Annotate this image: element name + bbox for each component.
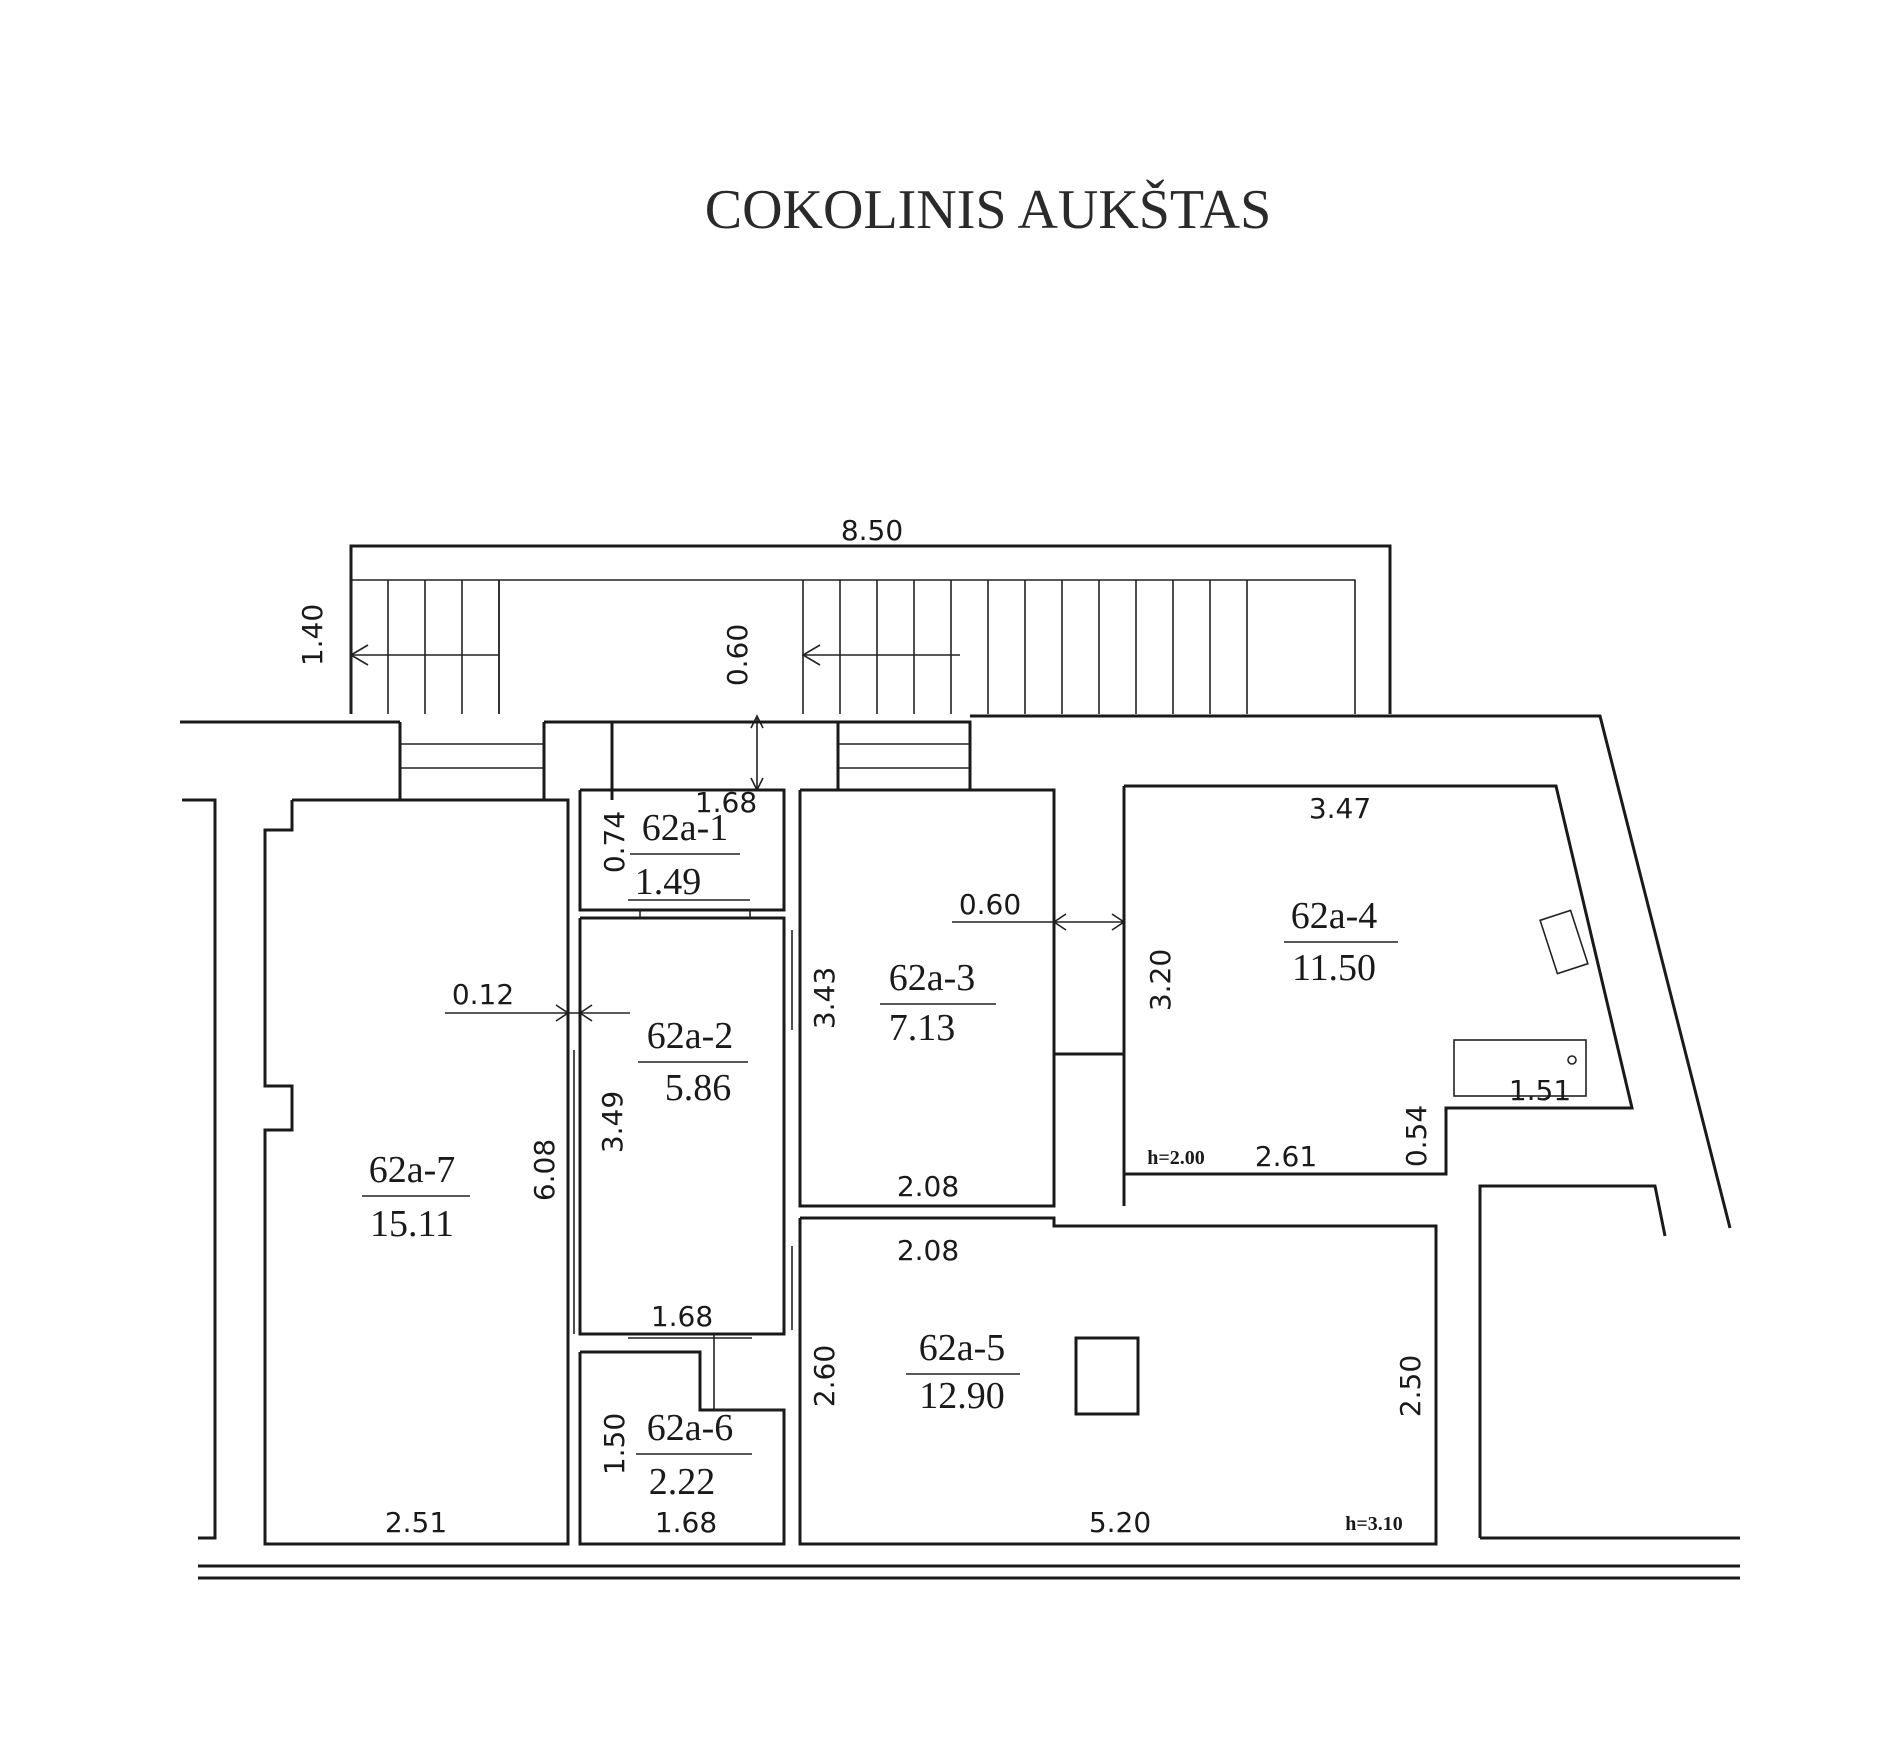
dim-r2-length: 3.49 xyxy=(596,1091,629,1153)
room-62a-7-area: 15.11 xyxy=(370,1203,454,1245)
room-62a-7-id: 62a-7 xyxy=(369,1149,456,1191)
room-62a-4-height: h=2.00 xyxy=(1147,1147,1205,1169)
dim-r1-width: 1.68 xyxy=(695,786,757,819)
dim-r4-niche-width: 1.51 xyxy=(1509,1074,1571,1107)
dim-r6-bottom: 1.68 xyxy=(655,1506,717,1539)
dim-r5-right: 2.50 xyxy=(1394,1355,1427,1417)
dim-r3-bottom: 2.08 xyxy=(897,1170,959,1203)
room-62a-4-area: 11.50 xyxy=(1292,947,1376,989)
room-62a-3-id: 62a-3 xyxy=(889,957,976,999)
dim-stair-step: 0.60 xyxy=(721,624,754,686)
room-62a-7 xyxy=(263,798,570,1546)
dim-r2-bottom: 1.68 xyxy=(651,1300,713,1333)
dim-r7-length: 6.08 xyxy=(528,1139,561,1201)
room-62a-4 xyxy=(1122,784,1634,1176)
dim-r1-depth: 0.74 xyxy=(598,811,631,873)
dim-r5-top: 2.08 xyxy=(897,1234,959,1267)
dim-stair-depth: 1.40 xyxy=(296,604,329,666)
left-stair-flight xyxy=(387,580,500,714)
dim-r7-bottom: 2.51 xyxy=(385,1506,447,1539)
room-62a-2-id: 62a-2 xyxy=(647,1015,734,1057)
dim-r6-side: 1.50 xyxy=(598,1413,631,1475)
room-62a-5-area: 12.90 xyxy=(919,1375,1005,1417)
room-62a-2-area: 5.86 xyxy=(665,1067,732,1109)
room-62a-5-id: 62a-5 xyxy=(919,1327,1006,1369)
room-62a-5 xyxy=(798,1216,1438,1546)
external-staircase xyxy=(349,544,1392,792)
room-62a-1 xyxy=(578,788,786,912)
room-62a-5-height: h=3.10 xyxy=(1345,1513,1403,1535)
dim-r4-niche-depth: 0.54 xyxy=(1400,1105,1433,1167)
dim-r4-top: 3.47 xyxy=(1309,792,1371,825)
room-62a-3 xyxy=(798,788,1056,1208)
dim-r3-length: 3.43 xyxy=(808,967,841,1029)
room-62a-4-id: 62a-4 xyxy=(1291,895,1378,937)
room-62a-2 xyxy=(578,916,786,1336)
room-62a-3-area: 7.13 xyxy=(889,1007,956,1049)
room-62a-6-id: 62a-6 xyxy=(647,1407,734,1449)
dim-door-gap: 0.60 xyxy=(959,888,1021,921)
dim-wall-thickness: 0.12 xyxy=(452,978,514,1011)
room-62a-1-area: 1.49 xyxy=(635,861,702,903)
door-marks xyxy=(573,910,793,1334)
plan-title: COKOLINIS AUKŠTAS xyxy=(705,178,1271,241)
room-62a-1-id: 62a-1 xyxy=(642,807,729,849)
dim-r5-bottom: 5.20 xyxy=(1089,1506,1151,1539)
room-62a-6 xyxy=(578,1334,786,1546)
dim-r4-side: 3.20 xyxy=(1144,949,1177,1011)
dim-stair-width: 8.50 xyxy=(841,514,903,547)
dim-r4-bottom: 2.61 xyxy=(1255,1140,1317,1173)
room-62a-6-area: 2.22 xyxy=(649,1461,716,1503)
dim-r5-left: 2.60 xyxy=(808,1345,841,1407)
building-outline xyxy=(180,714,1740,1580)
right-stair-flight xyxy=(802,580,1248,714)
